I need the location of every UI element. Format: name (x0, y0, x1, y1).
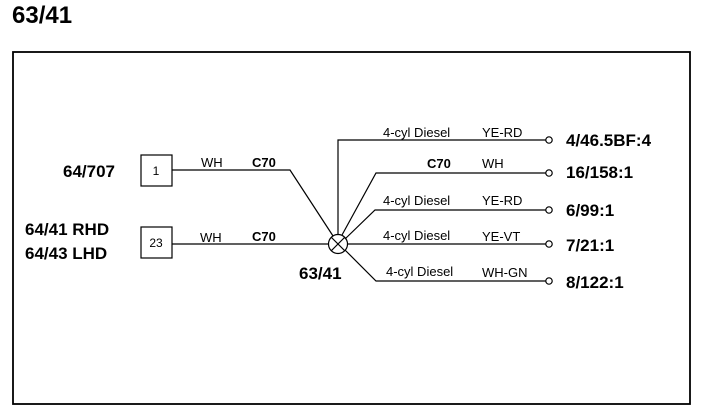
wire-output-1 (337, 139, 546, 234)
input-source-label: 64/43 LHD (25, 244, 107, 263)
page-title: 63/41 (12, 2, 73, 29)
variant-label: 4-cyl Diesel (386, 264, 453, 279)
wire-color: WH (482, 156, 504, 171)
terminal-circle (545, 240, 553, 248)
connector-box (140, 154, 173, 187)
circuit-label: C70 (252, 229, 276, 244)
circuit-label: C70 (427, 156, 451, 171)
wire-color: YE-RD (482, 193, 522, 208)
splice-label: 63/41 (299, 264, 342, 283)
terminal-circle (545, 206, 553, 214)
destination-label: 4/46.5BF:4 (566, 131, 652, 150)
circuit-label: C70 (252, 155, 276, 170)
destination-label: 8/122:1 (566, 273, 624, 292)
destination-label: 7/21:1 (566, 236, 614, 255)
wire-input-1 (172, 169, 336, 240)
terminal-circle (545, 136, 553, 144)
wire-color: WH (201, 155, 223, 170)
wire-color: WH-GN (482, 265, 528, 280)
connector-pin: 1 (153, 164, 160, 178)
wire-output-2 (341, 172, 546, 236)
destination-label: 16/158:1 (566, 163, 633, 182)
variant-label: 4-cyl Diesel (383, 125, 450, 140)
wire-color: YE-RD (482, 125, 522, 140)
splice-symbol (327, 233, 349, 255)
terminal-circle (545, 169, 553, 177)
terminal-circle (545, 277, 553, 285)
wire-color: WH (200, 230, 222, 245)
diagram-frame (12, 51, 691, 405)
input-source-label: 64/41 RHD (25, 220, 109, 239)
wire-output-3 (344, 209, 546, 240)
destination-label: 6/99:1 (566, 201, 614, 220)
wire-color: YE-VT (482, 229, 520, 244)
connector-pin: 23 (149, 236, 163, 250)
connector-box (140, 226, 173, 259)
variant-label: 4-cyl Diesel (383, 228, 450, 243)
variant-label: 4-cyl Diesel (383, 193, 450, 208)
wire-output-5 (344, 249, 546, 282)
input-source-label: 64/707 (63, 162, 115, 181)
